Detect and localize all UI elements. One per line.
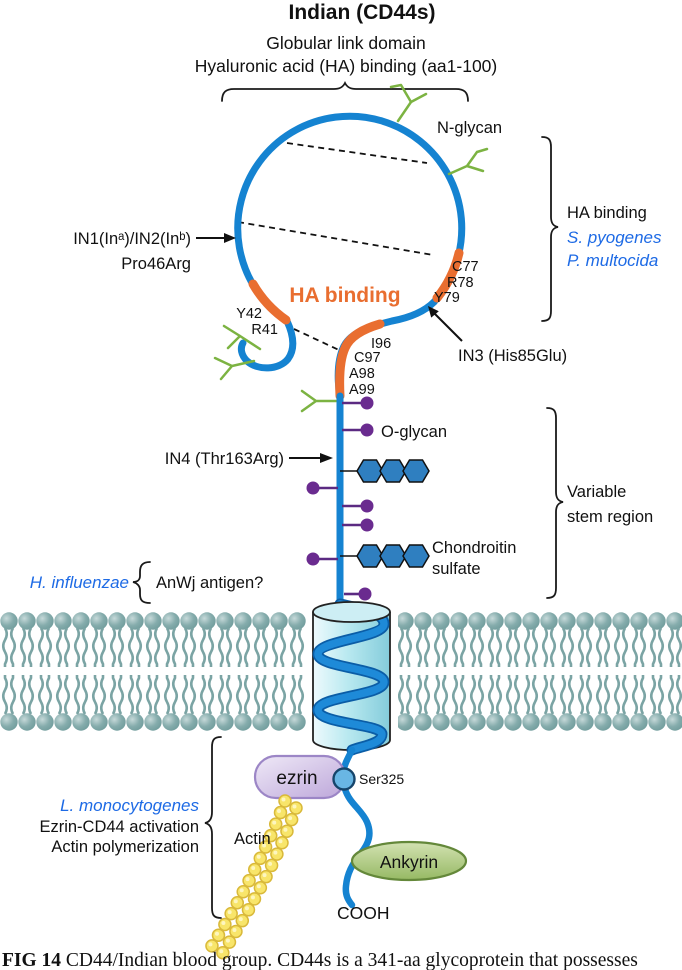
actin-filament	[203, 794, 303, 961]
in3-arrow	[433, 312, 463, 342]
in1-arrowhead-icon	[224, 233, 236, 243]
residue-i96: I96	[371, 336, 391, 352]
variable-stem-brace	[546, 407, 564, 599]
s-pyogenes-label: S. pyogenes	[567, 228, 662, 247]
ser325-label: Ser325	[359, 771, 404, 787]
figure-caption-number: FIG 14	[2, 950, 62, 970]
o-glycan-label: O-glycan	[381, 423, 447, 441]
in1-in2-label: IN1(Inᵃ)/IN2(Inᵇ)	[73, 230, 191, 248]
figure-caption-text: CD44/Indian blood group. CD44s is a 341-…	[61, 950, 638, 970]
cooh-label: COOH	[337, 903, 390, 923]
o-glycan-lollipops	[306, 396, 374, 601]
disulfide-bond-1	[286, 142, 428, 164]
actin-label: Actin	[234, 830, 271, 848]
actin-polymerization-label: Actin polymerization	[51, 838, 199, 856]
disulfide-bond-2	[237, 221, 434, 256]
anwj-brace	[132, 561, 151, 604]
anwj-antigen-label: AnWj antigen?	[156, 574, 263, 592]
transmembrane-helix	[314, 600, 388, 754]
variable-stem-label-line2: stem region	[567, 508, 653, 526]
ankyrin-shape	[350, 840, 468, 882]
lmono-brace	[204, 736, 222, 919]
ha-binding-domain-label: Hyaluronic acid (HA) binding (aa1-100)	[195, 56, 498, 76]
chondroitin-label-line2: sulfate	[432, 560, 481, 578]
residue-y42: Y42	[236, 306, 262, 322]
residue-r78: R78	[447, 275, 474, 291]
n-glycan-branch-right-icon	[447, 147, 489, 176]
residue-r41: R41	[251, 322, 278, 338]
n-glycan-label: N-glycan	[437, 119, 502, 137]
residue-c97: C97	[354, 350, 381, 366]
l-monocytogenes-label: L. monocytogenes	[60, 796, 199, 815]
residue-c77: C77	[452, 259, 479, 275]
glycan-branch-hook-upper-icon	[222, 324, 262, 351]
ha-binding-group-label: HA binding	[567, 204, 647, 222]
n-glycan-branch-top-icon	[389, 83, 428, 123]
residue-y79: Y79	[434, 290, 460, 306]
ha-binding-segment-left	[248, 279, 291, 325]
transmembrane-domain	[312, 598, 391, 756]
in3-arrowhead-icon	[428, 306, 439, 318]
tail-to-ser325	[340, 746, 356, 773]
ankyrin-label: Ankyrin	[380, 852, 438, 872]
ezrin-label: ezrin	[276, 768, 317, 789]
ha-binding-loop-label: HA binding	[289, 284, 400, 307]
variable-stem-label-line1: Variable	[567, 483, 626, 501]
ha-binding-group-brace	[541, 136, 559, 322]
disulfide-bond-3	[293, 328, 342, 352]
residue-a99: A99	[349, 382, 375, 398]
page-title: Indian (CD44s)	[288, 1, 435, 24]
globular-domain-label: Globular link domain	[266, 33, 426, 53]
in4-label: IN4 (Thr163Arg)	[165, 450, 284, 468]
chondroitin-label-line1: Chondroitin	[432, 539, 516, 557]
ser325-phosphosite-icon	[332, 767, 356, 791]
residue-a98: A98	[349, 366, 375, 382]
ezrin-cd44-activation-label: Ezrin-CD44 activation	[39, 818, 199, 836]
ha-binding-segment-bottom	[335, 319, 385, 401]
in4-arrowhead-icon	[320, 453, 333, 463]
globular-loop-backbone	[234, 112, 466, 372]
pro46arg-label: Pro46Arg	[121, 255, 191, 273]
in3-label: IN3 (His85Glu)	[458, 347, 567, 365]
figure-caption: FIG 14 CD44/Indian blood group. CD44s is…	[2, 948, 682, 970]
chondroitin-chain-1	[340, 459, 430, 483]
h-influenzae-label: H. influenzae	[30, 573, 129, 592]
glycan-branch-stem-icon	[300, 389, 340, 413]
cytoplasmic-tail	[341, 785, 373, 909]
chondroitin-chain-2	[340, 544, 430, 568]
ha-binding-segment-right	[432, 248, 464, 303]
glycan-branch-hook-lower-icon	[213, 356, 256, 381]
p-multocida-label: P. multocida	[567, 251, 658, 270]
top-brace	[221, 80, 469, 102]
